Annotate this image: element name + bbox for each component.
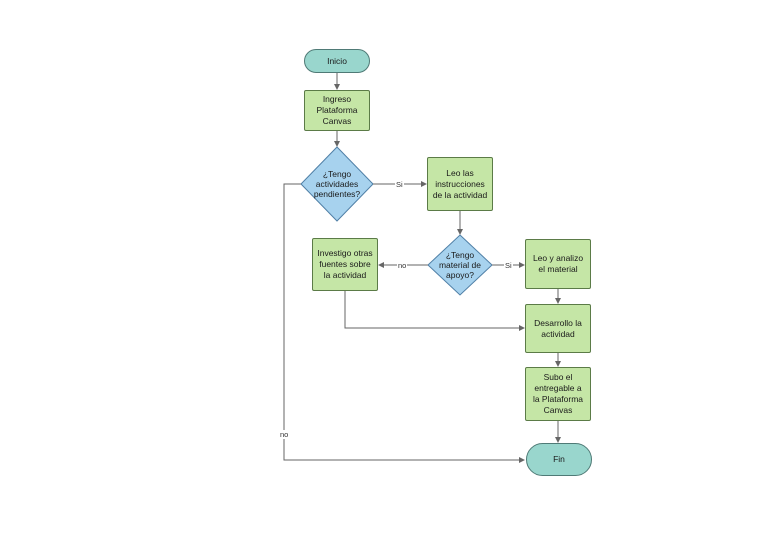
end-label: Fin	[553, 454, 565, 464]
edge-label-si-2: Si	[504, 261, 513, 270]
edge-label-si-1: Si	[395, 180, 404, 189]
decision-shape-actividades	[300, 146, 374, 222]
process-ingreso: Ingreso Plataforma Canvas	[304, 90, 370, 131]
process-investigo-label: Investigo otras fuentes sobre la activid…	[317, 248, 373, 280]
process-investigo: Investigo otras fuentes sobre la activid…	[312, 238, 378, 291]
process-desarrollo-label: Desarrollo la actividad	[534, 317, 582, 339]
process-leo-analizo: Leo y analizo el material	[525, 239, 591, 289]
process-leo-analizo-label: Leo y analizo el material	[532, 253, 584, 274]
process-subo-label: Subo el entregable a la Plataforma Canva…	[532, 372, 584, 415]
decision-actividades-label: ¿Tengo actividades pendientes?	[313, 169, 361, 199]
process-desarrollo: Desarrollo la actividad	[525, 304, 591, 353]
decision-shape-material	[427, 234, 493, 296]
process-ingreso-label: Ingreso Plataforma Canvas	[316, 94, 358, 126]
process-leo-instrucciones: Leo las instrucciones de la actividad	[427, 157, 493, 211]
edge-investigo-desarrollo	[344, 291, 525, 331]
process-leo-instrucciones-label: Leo las instrucciones de la actividad	[432, 167, 488, 200]
edge-label-no-2: no	[397, 261, 408, 270]
start-label: Inicio	[327, 55, 347, 66]
process-subo: Subo el entregable a la Plataforma Canva…	[525, 367, 591, 421]
end-terminal: Fin	[526, 443, 592, 476]
decision-material-label: ¿Tengo material de apoyo?	[438, 250, 482, 280]
start-terminal: Inicio	[304, 49, 370, 73]
edge-label-no-1: no	[279, 430, 290, 439]
edge-no-fin	[283, 183, 525, 463]
